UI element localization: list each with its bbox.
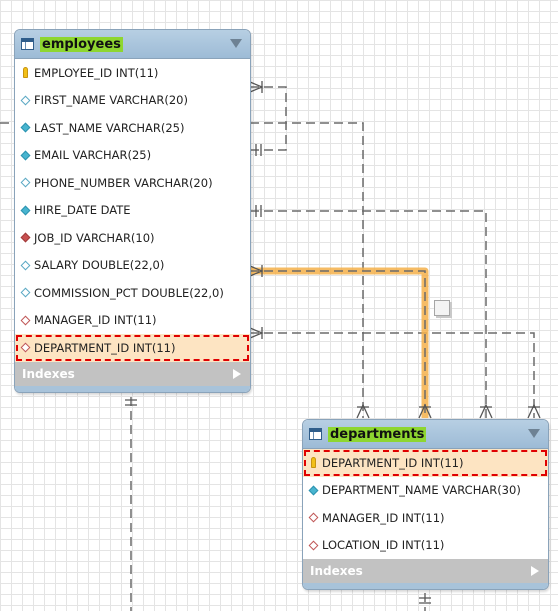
column-label: DEPARTMENT_ID INT(11) xyxy=(34,340,176,355)
column-row[interactable]: DEPARTMENT_NAME VARCHAR(30) xyxy=(303,477,548,505)
departments-title: departments xyxy=(328,426,427,442)
crows-foot-marker xyxy=(527,403,541,419)
column-row[interactable]: LAST_NAME VARCHAR(25) xyxy=(15,114,250,142)
column-row[interactable]: LOCATION_ID INT(11) xyxy=(303,532,548,560)
column-row[interactable]: SALARY DOUBLE(22,0) xyxy=(15,252,250,280)
departments-header[interactable]: departments xyxy=(303,420,548,449)
employees-table[interactable]: employees EMPLOYEE_ID INT(11) FIRST_NAME … xyxy=(14,29,251,393)
one-marker xyxy=(255,144,262,156)
crows-foot-marker xyxy=(418,403,432,419)
relationship-employees-to-departments-a xyxy=(250,122,364,418)
column-row[interactable]: MANAGER_ID INT(11) xyxy=(15,307,250,335)
column-row[interactable]: JOB_ID VARCHAR(10) xyxy=(15,224,250,252)
column-label: DEPARTMENT_ID INT(11) xyxy=(322,455,464,470)
column-row[interactable]: PHONE_NUMBER VARCHAR(20) xyxy=(15,169,250,197)
column-label: EMPLOYEE_ID INT(11) xyxy=(34,65,159,80)
employees-footer xyxy=(15,385,250,392)
column-label: LOCATION_ID INT(11) xyxy=(322,538,445,553)
employees-title: employees xyxy=(40,36,123,52)
one-marker xyxy=(125,399,137,406)
not-null-column-icon xyxy=(20,149,30,161)
column-row[interactable]: FIRST_NAME VARCHAR(20) xyxy=(15,87,250,115)
note-icon[interactable] xyxy=(434,300,450,316)
nullable-foreign-key-icon xyxy=(308,539,318,551)
column-label: PHONE_NUMBER VARCHAR(20) xyxy=(34,175,213,190)
column-row[interactable]: DEPARTMENT_ID INT(11) xyxy=(15,334,250,362)
column-row[interactable]: DEPARTMENT_ID INT(11) xyxy=(303,449,548,477)
column-label: JOB_ID VARCHAR(10) xyxy=(34,230,155,245)
crows-foot-marker xyxy=(249,265,264,277)
column-label: EMAIL VARCHAR(25) xyxy=(34,148,152,163)
one-marker xyxy=(419,597,431,604)
nullable-column-icon xyxy=(20,259,30,271)
relationship-selected-highlight xyxy=(250,267,429,418)
column-label: SALARY DOUBLE(22,0) xyxy=(34,258,165,273)
expand-triangle-icon[interactable] xyxy=(233,368,241,379)
nullable-foreign-key-icon xyxy=(20,342,30,354)
one-marker xyxy=(255,205,262,217)
not-null-column-icon xyxy=(308,484,318,496)
not-null-foreign-key-icon xyxy=(20,232,30,244)
primary-key-icon xyxy=(308,457,318,469)
departments-table[interactable]: departments DEPARTMENT_ID INT(11)DEPARTM… xyxy=(302,419,549,590)
column-label: COMMISSION_PCT DOUBLE(22,0) xyxy=(34,285,224,300)
column-row[interactable]: MANAGER_ID INT(11) xyxy=(303,504,548,532)
primary-key-icon xyxy=(20,67,30,79)
column-label: FIRST_NAME VARCHAR(20) xyxy=(34,93,188,108)
not-null-column-icon xyxy=(20,204,30,216)
crows-foot-marker xyxy=(249,327,264,339)
column-label: MANAGER_ID INT(11) xyxy=(34,313,157,328)
indexes-label: Indexes xyxy=(22,366,75,381)
nullable-column-icon xyxy=(20,177,30,189)
indexes-label: Indexes xyxy=(310,564,363,578)
column-row[interactable]: EMAIL VARCHAR(25) xyxy=(15,142,250,170)
employees-header[interactable]: employees xyxy=(15,30,250,59)
column-label: DEPARTMENT_NAME VARCHAR(30) xyxy=(322,483,521,498)
column-row[interactable]: HIRE_DATE DATE xyxy=(15,197,250,225)
column-label: HIRE_DATE DATE xyxy=(34,203,131,218)
collapse-triangle-icon[interactable] xyxy=(230,39,242,48)
expand-triangle-icon[interactable] xyxy=(531,566,539,576)
crows-foot-marker xyxy=(479,403,493,419)
nullable-column-icon xyxy=(20,287,30,299)
relationship-selected-line xyxy=(250,270,426,418)
nullable-column-icon xyxy=(20,94,30,106)
employees-indexes-bar[interactable]: Indexes xyxy=(15,361,250,386)
crows-foot-marker xyxy=(249,81,264,93)
column-label: MANAGER_ID INT(11) xyxy=(322,510,445,525)
column-label: LAST_NAME VARCHAR(25) xyxy=(34,120,185,135)
departments-columns: DEPARTMENT_ID INT(11) DEPARTMENT_NAME VAR… xyxy=(303,449,548,559)
crows-foot-marker xyxy=(356,403,370,419)
nullable-foreign-key-icon xyxy=(308,512,318,524)
departments-footer xyxy=(303,583,548,589)
employees-columns: EMPLOYEE_ID INT(11) FIRST_NAME VARCHAR(20… xyxy=(15,59,250,362)
nullable-foreign-key-icon xyxy=(20,314,30,326)
relationship-employees-to-departments-c xyxy=(250,332,535,418)
not-null-column-icon xyxy=(20,122,30,134)
column-row[interactable]: EMPLOYEE_ID INT(11) xyxy=(15,59,250,87)
departments-indexes-bar[interactable]: Indexes xyxy=(303,559,548,583)
relationship-employees-self-manager xyxy=(250,86,287,151)
relationship-employees-to-departments-b xyxy=(250,210,487,418)
collapse-triangle-icon[interactable] xyxy=(528,429,540,438)
table-icon xyxy=(309,428,322,440)
table-icon xyxy=(21,38,34,50)
column-row[interactable]: COMMISSION_PCT DOUBLE(22,0) xyxy=(15,279,250,307)
